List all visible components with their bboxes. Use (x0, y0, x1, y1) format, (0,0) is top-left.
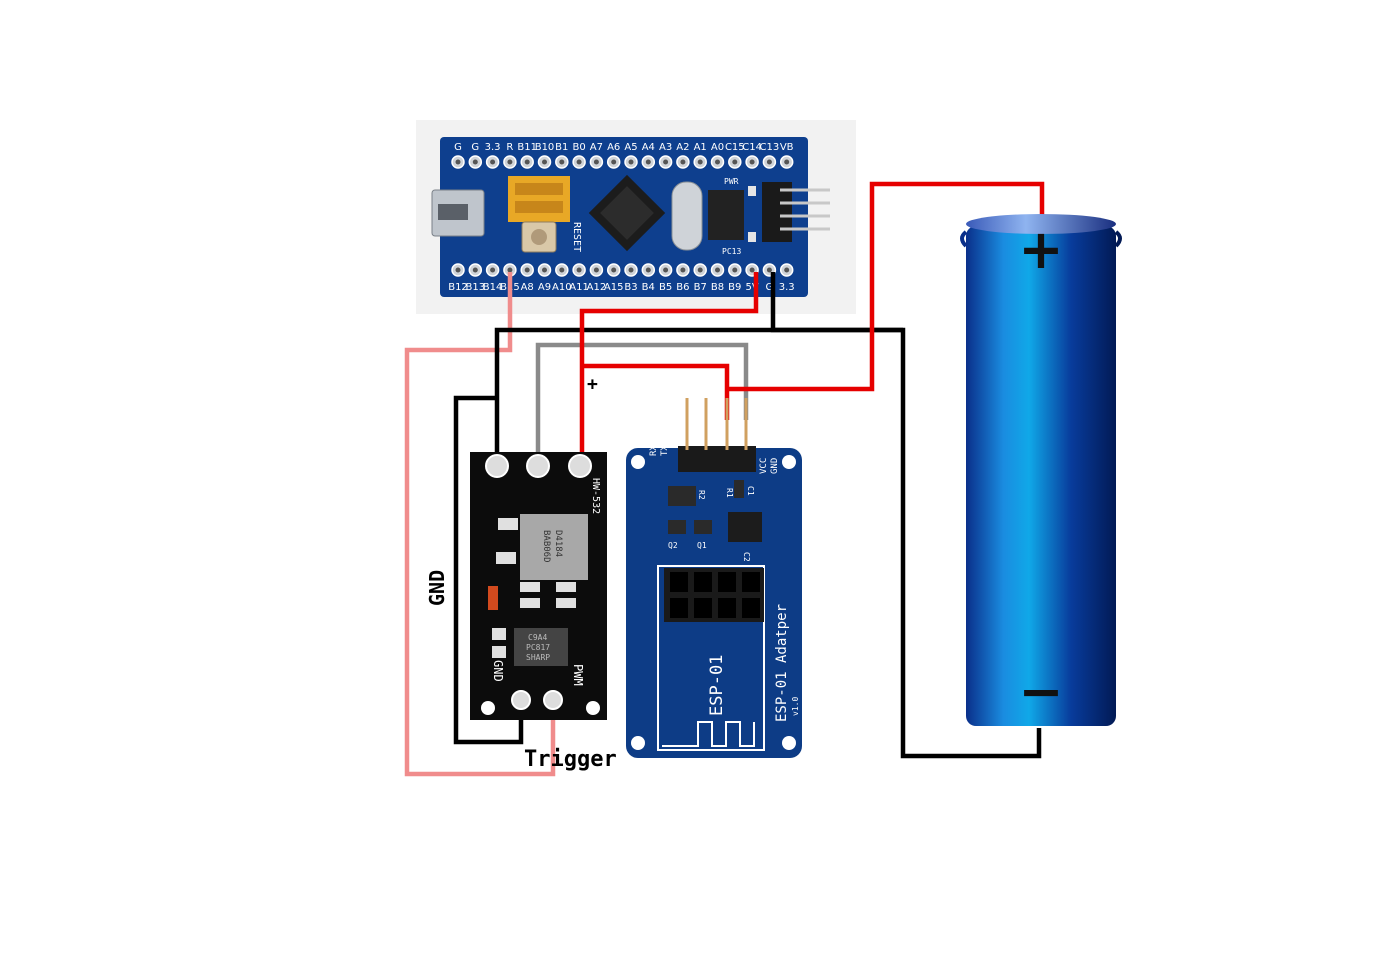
stm32-top-pin-label: C15 (725, 142, 745, 153)
stm32-top-pin-label: G (454, 142, 462, 153)
mosfet-pwm-label: PWM (571, 664, 585, 686)
stm32-top-pin-label: A2 (676, 142, 689, 153)
stm32-top-pin-label: B0 (572, 142, 585, 153)
esp01-adapter: RX TX VCC GND R2 R1 C1 Q2 Q1 C2 ESP-01 E… (626, 398, 802, 758)
stm32-bottom-pin-label: B6 (676, 282, 689, 293)
opto-part: PC817 (526, 643, 550, 652)
mosfet-chip-text: D4184 (553, 530, 563, 557)
esp-part-q2: Q2 (668, 541, 678, 550)
battery-positive-wire (727, 181, 1045, 392)
esp-part-c2: C2 (742, 552, 751, 562)
optocoupler-chip (514, 628, 568, 666)
gnd-wire-mosfet (494, 327, 903, 465)
stm32-top-pin-label: A0 (711, 142, 724, 153)
stm32-top-pin-label: B10 (535, 142, 555, 153)
reset-label: RESET (571, 222, 582, 252)
stm32-bottom-pin-label: B5 (659, 282, 672, 293)
stm32-top-pin-label: A3 (659, 142, 672, 153)
esp-module-label: ESP-01 (707, 655, 727, 716)
gray-wire (535, 342, 749, 465)
stm32-bottom-pin-label: A10 (552, 282, 572, 293)
esp-adapter-title: ESP-01 Adatper (774, 604, 790, 722)
esp-pin-rx: RX (649, 445, 659, 456)
stm32-bottom-pin-label: A9 (538, 282, 551, 293)
swd-header (762, 182, 830, 242)
stm32-bottom-pin-label: B12 (448, 282, 468, 293)
stm32-bottom-pin-label: B13 (466, 282, 486, 293)
stm32-top-pin-label: A6 (607, 142, 620, 153)
esp-pin-gnd: GND (770, 458, 780, 474)
stm32-top-pin-label: A5 (624, 142, 637, 153)
stm32-bottom-pin-label: B9 (728, 282, 741, 293)
opto-text: C9A4 (528, 633, 547, 642)
trigger-wire (404, 272, 556, 777)
mosfet-chip-code: BAB06D (541, 530, 551, 563)
stm32-top-pin-label: G (471, 142, 479, 153)
stm32-top-pin-label: B11 (517, 142, 537, 153)
esp-header-pins (678, 398, 756, 472)
stm32-bottom-pin-label: B3 (624, 282, 637, 293)
usb-port (438, 204, 468, 220)
esp-part-q1: Q1 (697, 541, 707, 550)
mosfet-gnd-label: GND (491, 660, 505, 682)
stm32-bottom-pin-label: A12 (587, 282, 607, 293)
stm32-bottom-pin-label: A11 (569, 282, 589, 293)
regulator (708, 190, 744, 240)
stm32-bottom-pin-label: B14 (483, 282, 503, 293)
stm32-bottom-pin-label: B8 (711, 282, 724, 293)
stm32-top-pin-label: A7 (590, 142, 603, 153)
esp-pin-vcc: VCC (759, 458, 769, 474)
vcc-wire-stm32 (579, 272, 759, 465)
boot-jumpers (508, 176, 570, 222)
stm32-top-pin-label: A1 (694, 142, 707, 153)
esp-regulator (728, 512, 762, 542)
stm32-top-pin-label: R (506, 142, 513, 153)
stm32-bottom-pin-label: B7 (694, 282, 707, 293)
stm32-bottom-pin-label: 3.3 (779, 282, 795, 293)
wires (404, 181, 1045, 777)
gnd-annotation: GND (425, 570, 449, 606)
mosfet-model-label: HW-532 (590, 478, 601, 514)
esp-part-r2: R2 (697, 490, 706, 500)
mosfet-module: HW-532 D4184 BAB06D C9A4 PC817 SHARP GND… (470, 452, 607, 720)
esp-part-c1: C1 (746, 486, 755, 496)
gnd-wire-trigger-side (453, 395, 524, 745)
stm32-top-pin-label: VB (780, 142, 794, 153)
stm32-top-pin-label: C14 (742, 142, 762, 153)
esp-part-r1: R1 (725, 488, 734, 498)
antenna-trace (662, 721, 755, 747)
stm32-top-pin-label: C13 (760, 142, 780, 153)
stm32-bottom-pin-label: B4 (642, 282, 655, 293)
plus-annotation: + (587, 374, 598, 395)
esp-version: v1.0 (791, 697, 800, 716)
battery-body (966, 226, 1116, 726)
stm32-bottom-pin-label: A15 (604, 282, 624, 293)
gnd-wire-battery (770, 272, 1042, 759)
stm32-bottom-pin-label: G (766, 282, 774, 293)
battery-negative-label: − (1018, 660, 1063, 723)
stm32-top-pin-label: A4 (642, 142, 655, 153)
mosfet-chip (520, 514, 588, 580)
stm32-top-pin-label: 3.3 (485, 142, 501, 153)
opto-brand: SHARP (526, 653, 550, 662)
stm32-top-pin-label: B1 (555, 142, 568, 153)
stm32-bottom-pin-label: A8 (521, 282, 534, 293)
esp-pin-tx: TX (660, 445, 670, 456)
resistor (488, 586, 498, 610)
pwr-label: PWR (724, 177, 739, 186)
stm32-bottom-pin-label: 5V (745, 282, 758, 293)
esp-module-outline (657, 565, 765, 751)
crystal (671, 181, 703, 251)
esp-socket (664, 568, 764, 622)
trigger-annotation: Trigger (524, 747, 617, 772)
pc13-label: PC13 (722, 247, 741, 256)
battery-positive-label: + (1018, 218, 1063, 281)
battery: + − (960, 214, 1122, 726)
